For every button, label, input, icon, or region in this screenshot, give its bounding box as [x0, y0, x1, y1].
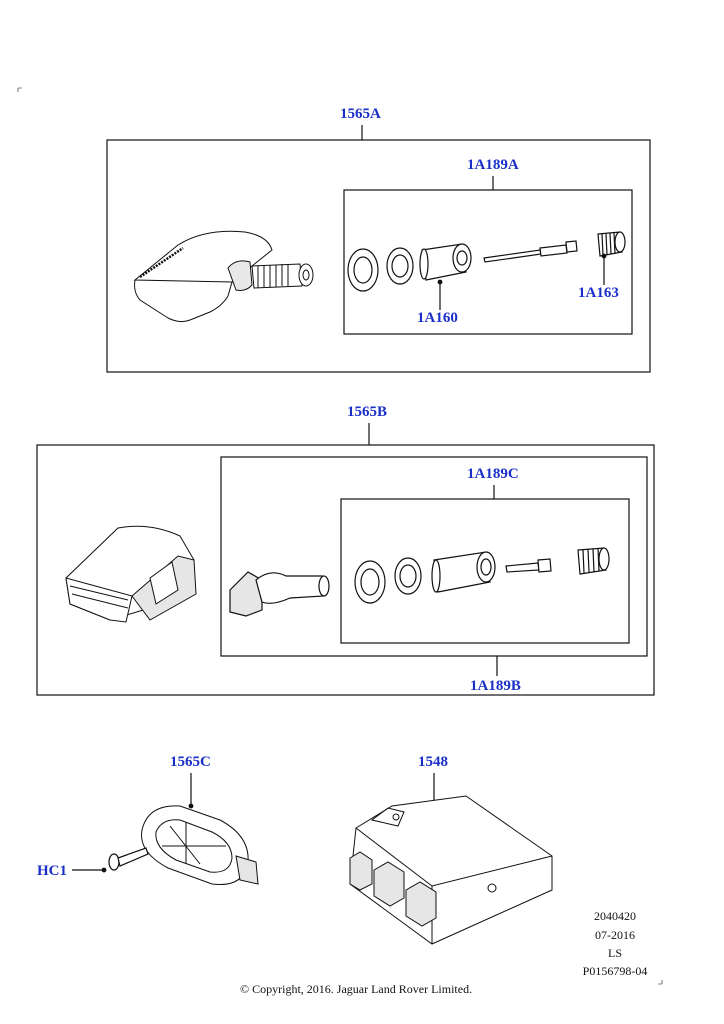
valve-cap-1A163: [597, 231, 626, 257]
callout-1565B[interactable]: 1565B: [347, 404, 388, 420]
valve-core-b: [505, 558, 552, 573]
valve-core-a: [483, 240, 578, 263]
corner-mark-top-left: [17, 87, 22, 92]
meta-initials: LS: [607, 946, 622, 960]
nut-b: [431, 551, 496, 593]
tpms-sensor-b: [65, 525, 197, 623]
corner-mark-bottom-right: [658, 980, 663, 985]
kit-1565B-frame: [36, 444, 655, 696]
copyright-notice: © Copyright, 2016. Jaguar Land Rover Lim…: [240, 982, 473, 996]
seal-ring-b2: [394, 557, 422, 595]
valve-stem-b: [229, 571, 330, 617]
seal-ring-a1: [347, 248, 379, 292]
valve-cap-b: [577, 547, 610, 575]
receiver-bracket-1565C: [141, 805, 259, 886]
meta-date: 07-2016: [595, 928, 635, 942]
seal-ring-b1: [354, 560, 386, 604]
kit-1A189C-frame: [340, 498, 630, 644]
kit-1A189B-frame: [220, 456, 648, 657]
callout-1A189B[interactable]: 1A189B: [470, 678, 521, 694]
meta-illustration-id: P0156798-04: [582, 964, 648, 978]
seal-ring-a2: [386, 247, 414, 285]
callout-1A160[interactable]: 1A160: [417, 310, 458, 326]
callout-1565A[interactable]: 1565A: [340, 106, 381, 122]
kit-1565A-frame: [106, 139, 651, 373]
callout-HC1[interactable]: HC1: [37, 863, 67, 879]
screw-HC1: [108, 847, 149, 871]
callout-1A189C[interactable]: 1A189C: [467, 466, 519, 482]
callout-1A189A[interactable]: 1A189A: [467, 157, 519, 173]
callout-1565C[interactable]: 1565C: [170, 754, 211, 770]
meta-code: 2040420: [594, 909, 636, 923]
control-module-1548: [349, 795, 553, 945]
callout-1A163[interactable]: 1A163: [578, 285, 619, 301]
nut-1A160: [419, 243, 472, 281]
callout-1548[interactable]: 1548: [418, 754, 448, 770]
tpms-sensor-a: [133, 230, 314, 323]
kit-1A189A-frame: [343, 189, 633, 335]
